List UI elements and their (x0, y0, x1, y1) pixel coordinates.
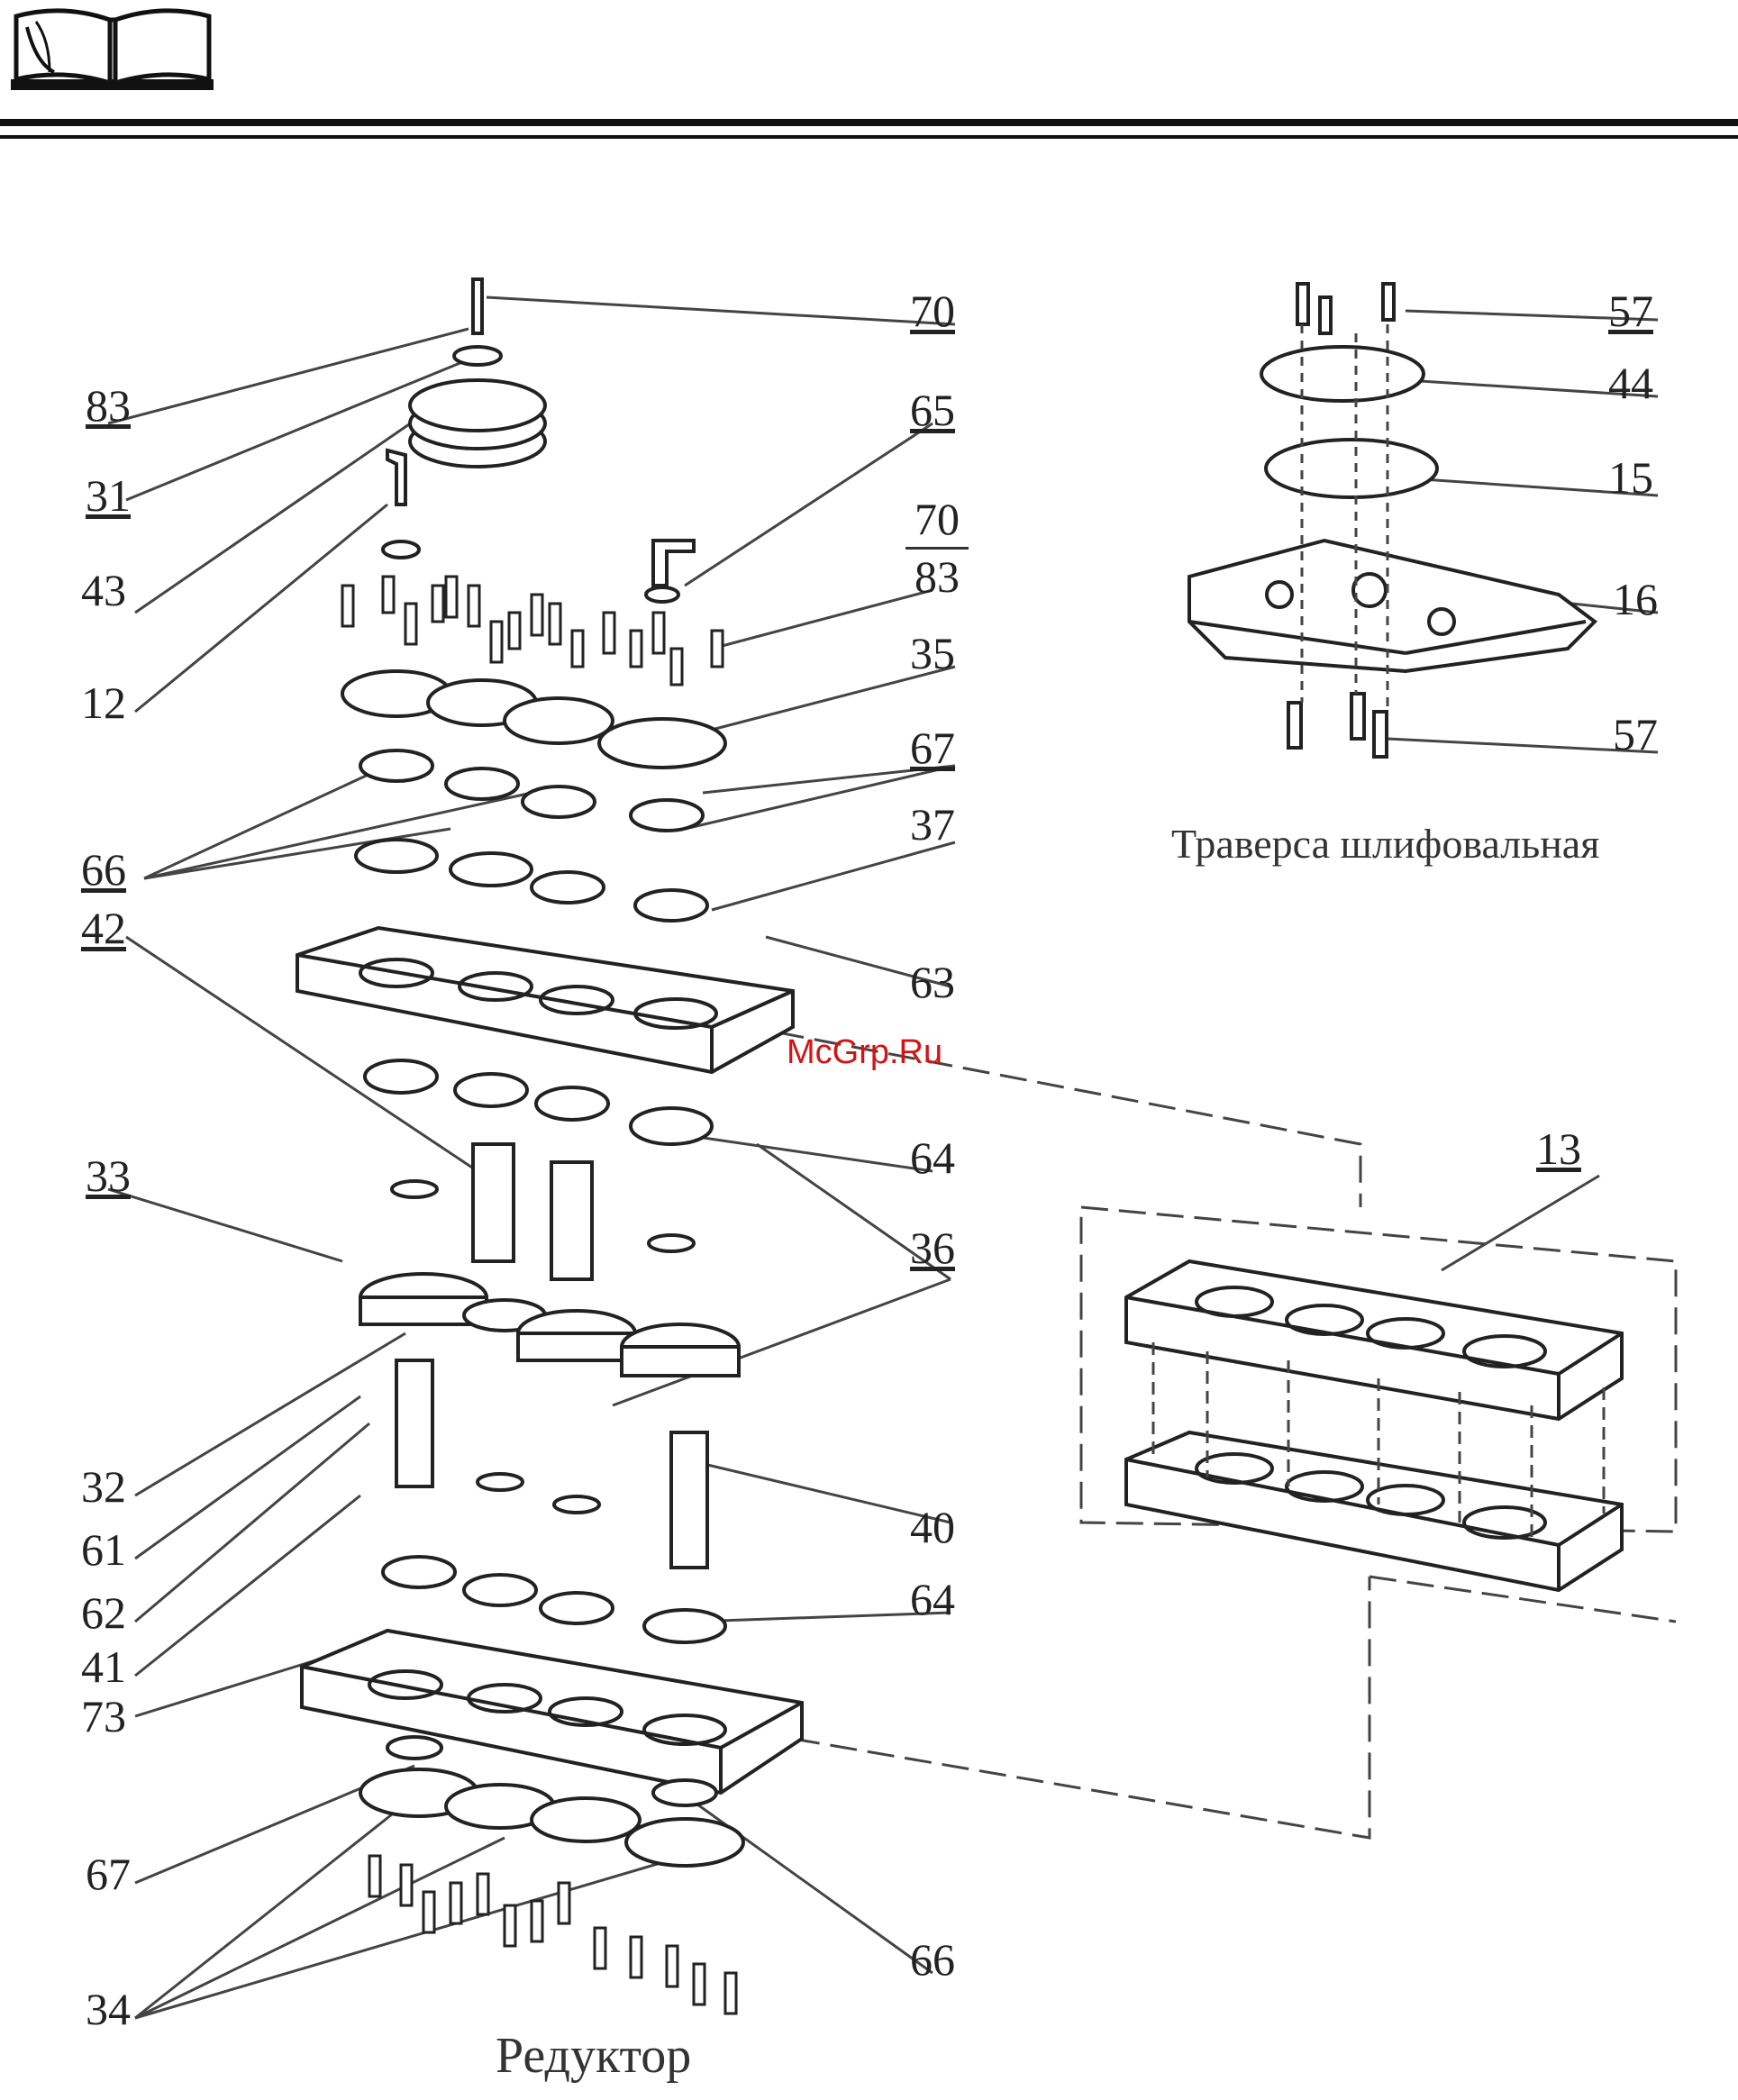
callout-label: 13 (1536, 1126, 1581, 1171)
callout-label: 57 (1613, 712, 1658, 757)
callout-label: 12 (81, 680, 126, 725)
callout-label: 66 (81, 847, 126, 892)
callout-label: 34 (86, 1986, 131, 2032)
traverse-caption: Траверса шлифовальная (1171, 820, 1599, 868)
callout-label: 57 (1608, 288, 1653, 333)
callout-label: 36 (910, 1225, 955, 1270)
callout-label: 35 (910, 631, 955, 676)
callout-label: 31 (86, 473, 131, 518)
callout-label: 61 (81, 1527, 126, 1572)
callout-label: 62 (81, 1590, 126, 1635)
callout-label: 67 (86, 1851, 131, 1896)
callout-label: 83 (86, 383, 131, 428)
callout-label: 66 (910, 1937, 955, 1982)
fraction-bar (905, 547, 969, 550)
reducer-caption: Редуктор (496, 2027, 691, 2085)
callout-label: 64 (910, 1577, 955, 1622)
callout-label: 43 (81, 568, 126, 613)
callout-label: 73 (81, 1694, 126, 1739)
callout-label: 65 (910, 387, 955, 432)
fraction-numerator: 70 (914, 494, 960, 544)
callout-label: 41 (81, 1644, 126, 1689)
callout-label: 16 (1613, 577, 1658, 622)
callout-label: 40 (910, 1505, 955, 1550)
fraction-denominator: 83 (914, 551, 960, 602)
callout-label: 67 (910, 725, 955, 770)
callout-fraction: 70 83 (905, 495, 969, 600)
callout-label: 37 (910, 802, 955, 847)
callout-label: 44 (1608, 360, 1653, 405)
callout-label: 42 (81, 905, 126, 950)
watermark: McGrp.Ru (787, 1033, 942, 1072)
callout-label: 15 (1608, 455, 1653, 500)
callout-label: 70 (910, 288, 955, 333)
callout-label: 63 (910, 959, 955, 1005)
callout-label: 64 (910, 1135, 955, 1180)
callout-label: 32 (81, 1464, 126, 1509)
callout-label: 33 (86, 1153, 131, 1198)
